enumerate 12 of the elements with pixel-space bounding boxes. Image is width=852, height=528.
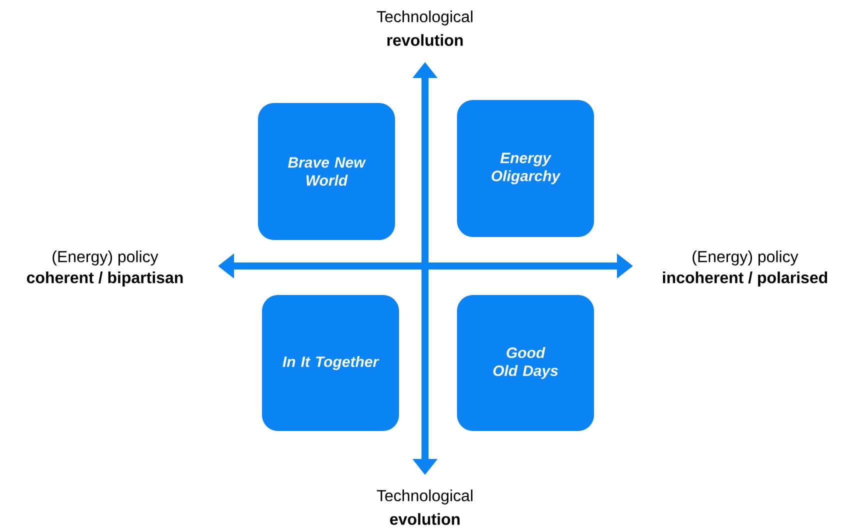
axis-label: Technological: [376, 490, 472, 504]
axis-label: revolution: [387, 34, 463, 46]
scenario-box: Good Old Days: [457, 295, 594, 431]
axis-label: (Energy) policy: [52, 250, 158, 266]
axis-label: incoherent / polarised: [663, 272, 828, 286]
axis-label: Technological: [376, 10, 472, 26]
axis-label: coherent / bipartisan: [26, 272, 183, 286]
axis-label: evolution: [390, 513, 460, 525]
scenario-box: Energy Oligarchy: [457, 100, 594, 237]
scenario-box: Brave New World: [258, 103, 395, 240]
axis-label: (Energy) policy: [692, 250, 798, 266]
scenario-box: In It Together: [262, 295, 399, 431]
